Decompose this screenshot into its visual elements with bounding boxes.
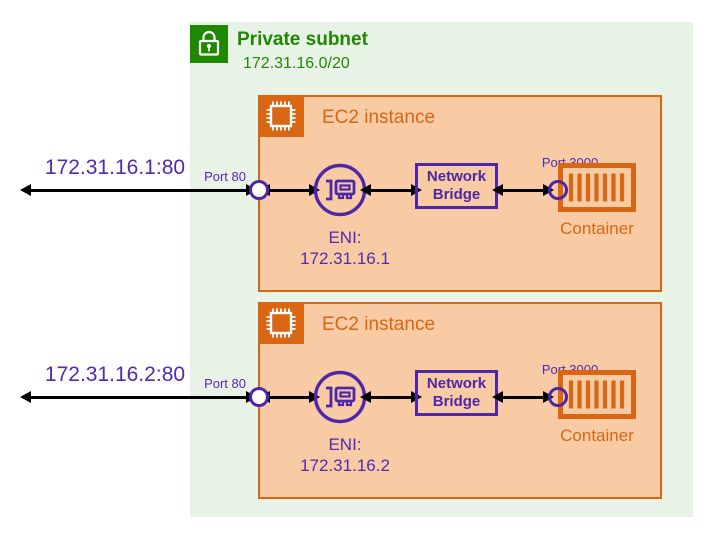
container-icon bbox=[558, 163, 636, 212]
instance-row-1: 172.31.16.1:80 Port 80 EC2 instance bbox=[0, 95, 715, 295]
arrow-port80-to-eni bbox=[269, 395, 310, 399]
endpoint-address: 172.31.16.2:80 bbox=[44, 363, 186, 386]
container-label: Container bbox=[560, 219, 634, 238]
ec2-chip-icon bbox=[258, 95, 304, 137]
container-icon bbox=[558, 370, 636, 419]
arrow-bridge-to-container bbox=[502, 188, 544, 192]
arrow-bridge-to-container bbox=[502, 395, 544, 399]
port-3000-circle bbox=[548, 180, 568, 200]
eni-ip: 172.31.16.1 bbox=[300, 249, 390, 268]
ec2-chip-icon bbox=[258, 302, 304, 344]
external-traffic-arrow bbox=[30, 395, 247, 399]
subnet-cidr: 172.31.16.0/20 bbox=[243, 55, 350, 72]
port-3000-circle bbox=[548, 387, 568, 407]
arrow-eni-to-bridge bbox=[370, 395, 412, 399]
arrow-port80-to-eni bbox=[269, 188, 310, 192]
endpoint-address: 172.31.16.1:80 bbox=[44, 156, 186, 179]
eni-title: ENI: bbox=[328, 435, 362, 454]
ec2-instance-box: EC2 instance ENI: 172.31.16.2 Network Br… bbox=[258, 302, 662, 499]
lock-icon bbox=[190, 25, 228, 63]
container-label: Container bbox=[560, 426, 634, 445]
port-80-circle bbox=[249, 180, 269, 200]
eni-label: ENI: 172.31.16.1 bbox=[270, 227, 420, 269]
port-80-circle bbox=[249, 387, 269, 407]
eni-icon bbox=[312, 162, 368, 218]
ec2-instance-title: EC2 instance bbox=[322, 314, 436, 335]
port-80-label: Port 80 bbox=[204, 169, 246, 184]
subnet-title: Private subnet bbox=[237, 29, 368, 50]
eni-ip: 172.31.16.2 bbox=[300, 456, 390, 475]
eni-title: ENI: bbox=[328, 228, 362, 247]
network-bridge-box: Network Bridge bbox=[415, 370, 498, 416]
arrow-eni-to-bridge bbox=[370, 188, 412, 192]
eni-icon bbox=[312, 369, 368, 425]
ec2-instance-title: EC2 instance bbox=[322, 107, 436, 128]
ec2-instance-box: EC2 instance ENI: 172.31.16.1 Network Br… bbox=[258, 95, 662, 292]
port-80-label: Port 80 bbox=[204, 376, 246, 391]
external-traffic-arrow bbox=[30, 188, 247, 192]
network-bridge-box: Network Bridge bbox=[415, 163, 498, 209]
instance-row-2: 172.31.16.2:80 Port 80 EC2 instance bbox=[0, 302, 715, 502]
eni-label: ENI: 172.31.16.2 bbox=[270, 434, 420, 476]
